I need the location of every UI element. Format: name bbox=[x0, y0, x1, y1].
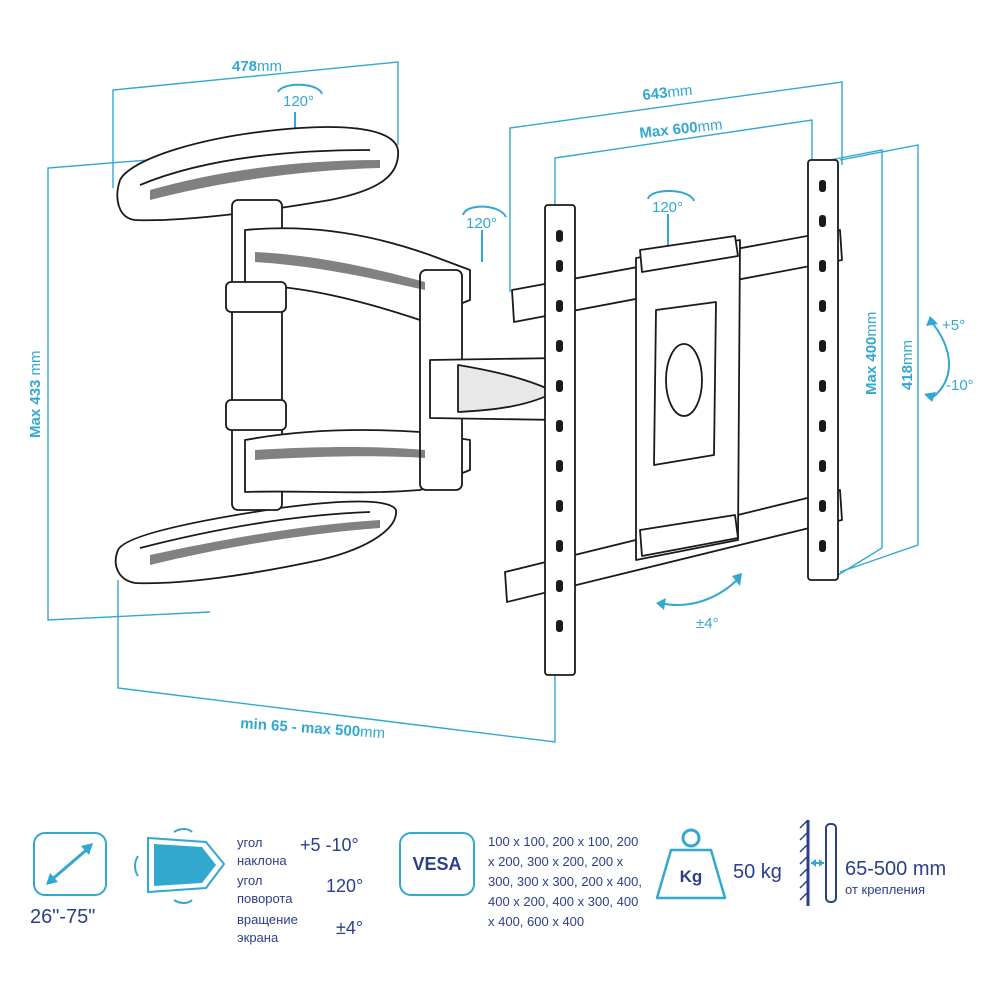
dim-plate-height: 418mm bbox=[899, 340, 916, 390]
rotation-label: вращение экрана bbox=[237, 912, 298, 945]
weight-icon: Kg bbox=[655, 828, 727, 900]
tilt-label: угол наклона bbox=[237, 835, 287, 868]
level-label: ±4° bbox=[696, 615, 719, 632]
wall-distance-icon bbox=[799, 819, 837, 906]
rail-holes bbox=[556, 180, 826, 632]
dim-arm-height: Max 433 mm bbox=[27, 350, 44, 438]
distance-value: 65-500 mm bbox=[845, 858, 947, 880]
arrow-heads bbox=[656, 316, 938, 610]
swivel-value: 120° bbox=[326, 876, 364, 896]
rot-wall-swivel: 120° bbox=[283, 93, 314, 110]
mount-drawing bbox=[114, 126, 843, 676]
kg-badge-text: Kg bbox=[680, 867, 703, 886]
tilt-screen-icon bbox=[134, 828, 226, 904]
dim-extension: min 65 - max 500mm bbox=[240, 715, 386, 742]
vesa-list: 100 x 100, 200 x 100, 200 x 200, 300 x 2… bbox=[488, 834, 642, 929]
dim-vesa-width: Max 600mm bbox=[639, 116, 724, 142]
rotation-arrows bbox=[277, 83, 950, 606]
pad-texture bbox=[150, 160, 425, 565]
swivel-label: угол поворота bbox=[237, 873, 293, 906]
dim-outer-width: 643mm bbox=[642, 82, 694, 104]
vesa-badge-text: VESA bbox=[412, 853, 462, 874]
tilt-up-label: +5° bbox=[942, 317, 965, 334]
screen-size-label: 26"-75" bbox=[30, 906, 96, 928]
load-value: 50 kg bbox=[733, 861, 782, 883]
tilt-value: +5 -10° bbox=[300, 835, 359, 855]
dim-vesa-height: Max 400mm bbox=[863, 312, 880, 395]
vesa-badge: VESA bbox=[399, 832, 475, 896]
tilt-down-label: -10° bbox=[946, 377, 974, 394]
rot-arm-swivel: 120° bbox=[466, 215, 497, 232]
dim-arm-width: 478mm bbox=[232, 58, 282, 75]
distance-note: от крепления bbox=[845, 882, 925, 897]
rotation-value: ±4° bbox=[336, 918, 364, 938]
rot-head-swivel: 120° bbox=[652, 199, 683, 216]
screen-size-icon bbox=[33, 832, 107, 896]
diagonal-arrow-icon bbox=[46, 843, 93, 885]
